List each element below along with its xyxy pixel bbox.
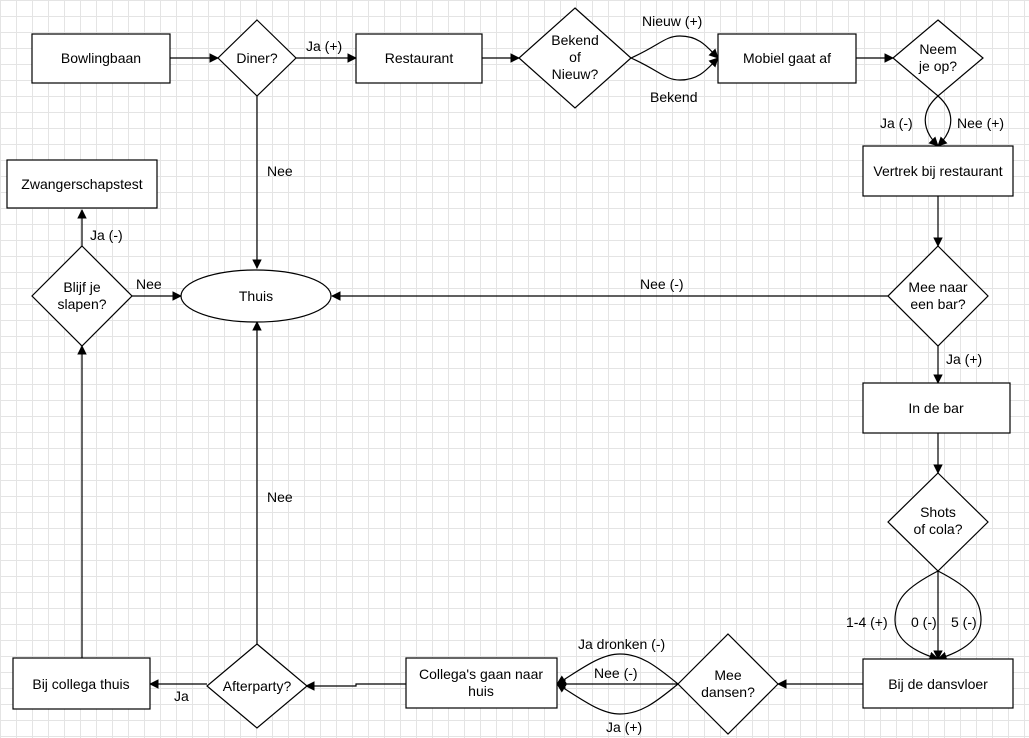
- edge-label-meebar-ja: Ja (+): [946, 351, 982, 367]
- node-label: Bowlingbaan: [61, 50, 141, 66]
- edge-label-shots-0: 0 (-): [911, 614, 937, 630]
- node-mobiel: Mobiel gaat af: [717, 33, 857, 84]
- node-label: Diner?: [236, 50, 277, 66]
- node-vertrek: Vertrek bij restaurant: [862, 145, 1014, 197]
- node-label-line: Bekend: [551, 32, 598, 48]
- edge-neem-vertrek-nee: [937, 95, 952, 147]
- edge-shots-dans-14: [894, 570, 939, 662]
- node-label-line: of cola?: [913, 521, 962, 537]
- node-restaurant: Restaurant: [355, 33, 483, 84]
- node-label: Thuis: [239, 288, 273, 304]
- node-label-line: slapen?: [57, 296, 106, 312]
- node-label: Bij collega thuis: [32, 676, 129, 692]
- node-afterparty: Afterparty?: [206, 643, 308, 729]
- node-label-line: of: [569, 49, 581, 65]
- node-label-line: Shots: [920, 504, 956, 520]
- edge-label-afterparty-nee: Nee: [267, 489, 293, 505]
- node-label-line: huis: [468, 683, 494, 699]
- edge-shots-dans-5: [937, 570, 982, 662]
- node-bowlingbaan: Bowlingbaan: [31, 33, 171, 84]
- edge-label-shots-14: 1-4 (+): [846, 614, 888, 630]
- node-label: Vertrek bij restaurant: [873, 163, 1002, 179]
- node-diner: Diner?: [217, 19, 297, 97]
- edge-collegas-afterparty: [305, 681, 406, 691]
- edge-label-afterparty-ja: Ja: [174, 688, 189, 704]
- node-label: Mobiel gaat af: [743, 50, 831, 66]
- edge-label-neem-nee: Nee (+): [957, 115, 1004, 131]
- node-label: In de bar: [908, 400, 964, 416]
- node-label-line: Neem: [919, 41, 956, 57]
- edge-label-diner-thuis: Nee: [267, 163, 293, 179]
- edge-label-neem-ja: Ja (-): [880, 115, 913, 131]
- node-zwangerschapstest: Zwangerschapstest: [6, 159, 158, 209]
- node-in-bar: In de bar: [862, 382, 1011, 434]
- node-label-line: Collega's gaan naar: [419, 666, 543, 682]
- edge-label-meedansen-dronken: Ja dronken (-): [578, 636, 665, 652]
- node-label: Restaurant: [385, 50, 454, 66]
- edge-bekend-mobiel-nieuw: [630, 35, 719, 59]
- edge-label-blijf-ja: Ja (-): [90, 227, 123, 243]
- edge-meedansen-collegas-dronken: [556, 653, 679, 685]
- edge-bekend-mobiel-bekend: [630, 57, 719, 81]
- edge-neem-vertrek-ja: [924, 95, 939, 147]
- node-label-line: je op?: [918, 58, 957, 74]
- node-label-line: Mee naar: [908, 279, 967, 295]
- node-label-line: Nieuw?: [552, 66, 599, 82]
- node-label: Bij de dansvloer: [888, 676, 988, 692]
- node-collega-thuis: Bij collega thuis: [12, 657, 151, 710]
- edge-meedansen-collegas-ja: [556, 683, 679, 715]
- edge-label-diner-restaurant: Ja (+): [306, 38, 342, 54]
- edge-label-meedansen-ja: Ja (+): [606, 719, 642, 735]
- node-label-line: dansen?: [701, 684, 755, 700]
- edge-label-meedansen-nee: Nee (-): [594, 665, 638, 681]
- node-label: Zwangerschapstest: [21, 176, 143, 192]
- node-thuis: Thuis: [180, 269, 332, 323]
- node-label-line: Blijf je: [63, 279, 101, 295]
- node-dansvloer: Bij de dansvloer: [862, 658, 1014, 709]
- edge-label-bekend-bekend: Bekend: [650, 89, 697, 105]
- node-label-line: een bar?: [910, 296, 965, 312]
- edge-label-meebar-nee: Nee (-): [640, 276, 684, 292]
- edge-label-blijf-nee: Nee: [136, 276, 162, 292]
- edge-label-shots-5: 5 (-): [951, 614, 977, 630]
- edge-label-bekend-nieuw: Nieuw (+): [642, 13, 702, 29]
- node-label: Afterparty?: [223, 678, 292, 694]
- node-label-line: Mee: [714, 667, 741, 683]
